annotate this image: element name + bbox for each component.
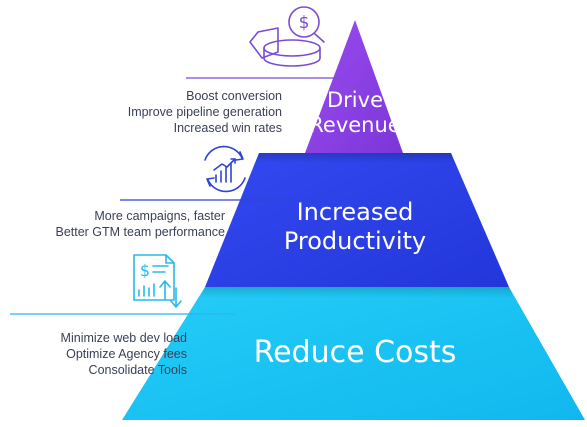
benefit-item: Improve pipeline generation [127,105,282,119]
invoice-document-icon: $ [133,254,182,308]
tier-label-line: Reduce Costs [253,335,457,370]
pyramid-tier-revenue [305,20,403,153]
benefits-list-revenue: Boost conversion Improve pipeline genera… [128,88,282,136]
benefit-item: Minimize web dev load [60,331,187,345]
benefit-item: Better GTM team performance [55,225,225,239]
tier-label-line: Revenue [309,113,401,137]
tier-shadow-costs [200,287,514,298]
pyramid-tier-productivity [205,153,509,287]
pyramid-tier-costs [122,287,585,420]
tier-label-drive-revenue: Drive Revenue [290,88,420,138]
benefits-list-productivity: More campaigns, faster Better GTM team p… [55,208,225,240]
growth-chart-cycle-icon [204,145,246,193]
tier-label-line: Productivity [283,227,427,255]
money-pie-chart-icon: $ [249,6,325,67]
tier-label-line: Drive [327,88,383,112]
tier-label-line: Increased [296,198,414,226]
benefit-item: Increased win rates [173,121,282,135]
svg-text:$: $ [299,13,310,33]
benefit-item: More campaigns, faster [94,209,225,223]
tier-label-reduce-costs: Reduce Costs [220,335,490,371]
tier-shadow-productivity [255,153,455,163]
tier-label-increased-productivity: Increased Productivity [250,198,460,256]
benefit-item: Consolidate Tools [88,363,187,377]
benefit-item: Boost conversion [186,89,282,103]
svg-text:$: $ [140,261,150,280]
benefit-item: Optimize Agency fees [66,347,187,361]
benefits-list-costs: Minimize web dev load Optimize Agency fe… [61,330,187,378]
